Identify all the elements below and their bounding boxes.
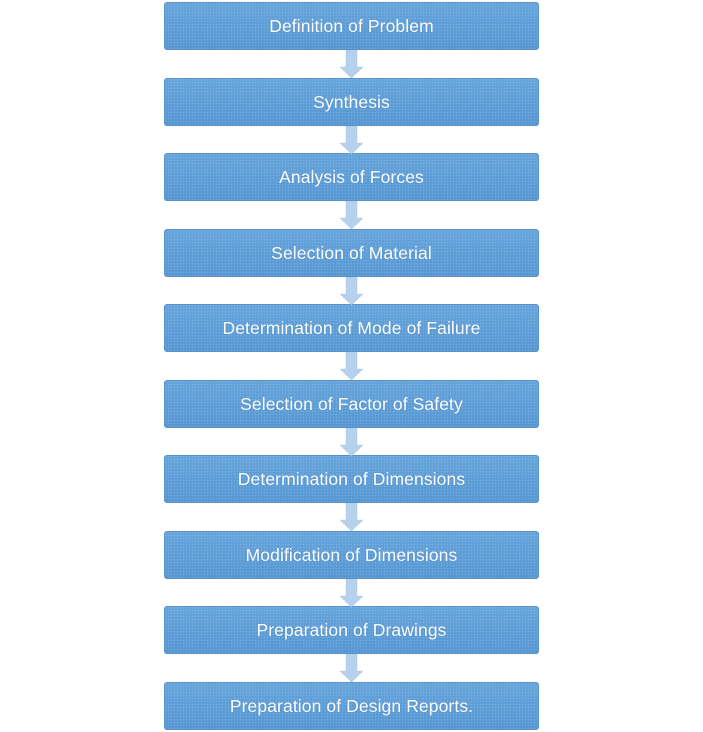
step-label: Modification of Dimensions [245, 544, 458, 565]
down-arrow-icon [340, 428, 363, 456]
step-label: Determination of Mode of Failure [222, 317, 481, 338]
step-box-determination-of-mode-of-failure: Determination of Mode of Failure [164, 304, 539, 352]
step-label: Preparation of Drawings [256, 619, 447, 640]
step-label: Preparation of Design Reports. [229, 695, 474, 716]
down-arrow-icon [340, 352, 363, 380]
down-arrow-icon [340, 503, 363, 531]
down-arrow-icon [340, 50, 363, 78]
step-label: Selection of Factor of Safety [240, 393, 463, 414]
down-arrow-icon [340, 201, 363, 229]
down-arrow-icon [340, 579, 363, 607]
step-box-analysis-of-forces: Analysis of Forces [164, 153, 539, 201]
step-label: Selection of Material [271, 242, 432, 263]
step-label: Synthesis [313, 91, 390, 112]
step-box-preparation-of-drawings: Preparation of Drawings [164, 606, 539, 654]
down-arrow-icon [340, 654, 363, 682]
step-label: Analysis of Forces [279, 166, 424, 187]
step-box-synthesis: Synthesis [164, 78, 539, 126]
step-label: Definition of Problem [269, 15, 434, 36]
step-box-definition-of-problem: Definition of Problem [164, 2, 539, 50]
step-box-modification-of-dimensions: Modification of Dimensions [164, 531, 539, 579]
down-arrow-icon [340, 126, 363, 154]
step-box-selection-of-factor-of-safety: Selection of Factor of Safety [164, 380, 539, 428]
step-label: Determination of Dimensions [237, 468, 466, 489]
down-arrow-icon [340, 277, 363, 305]
step-box-preparation-of-design-reports: Preparation of Design Reports. [164, 682, 539, 730]
step-box-determination-of-dimensions: Determination of Dimensions [164, 455, 539, 503]
step-box-selection-of-material: Selection of Material [164, 229, 539, 277]
